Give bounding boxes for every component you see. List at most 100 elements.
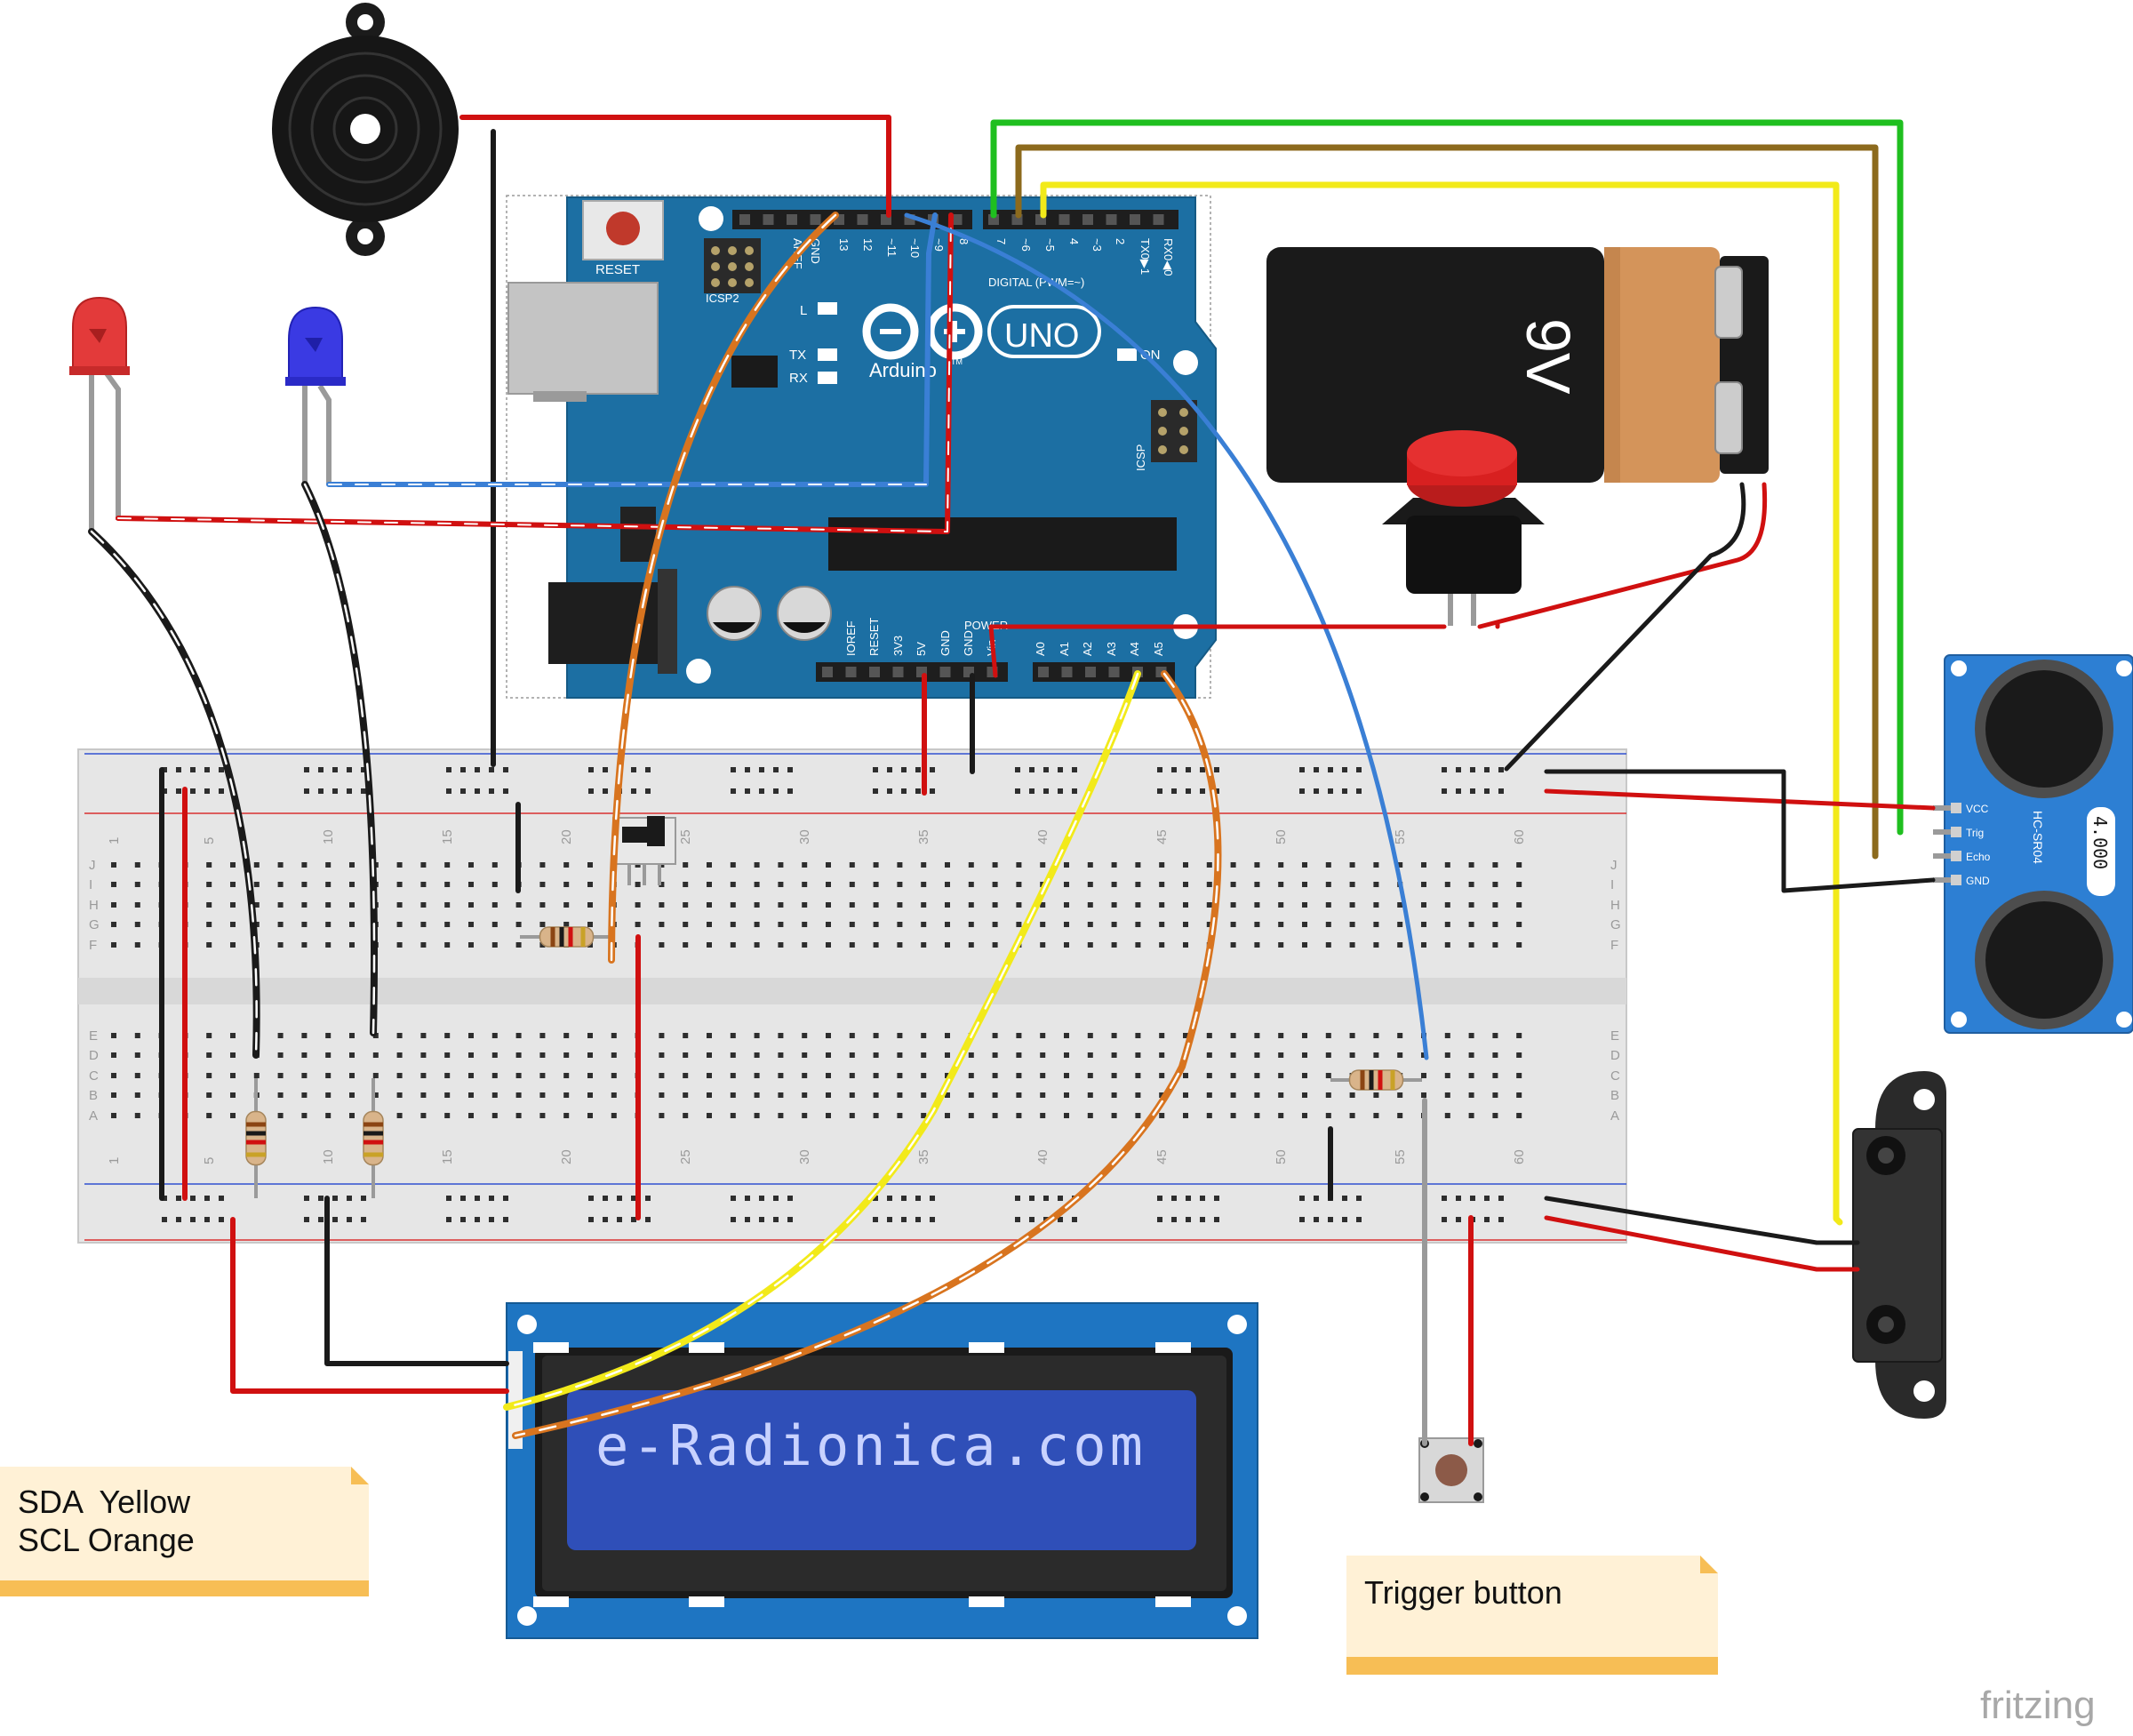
column-number: 5	[202, 1157, 217, 1164]
sensor-model: HC-SR04	[2031, 811, 2045, 864]
row-letter: C	[1610, 1068, 1620, 1084]
column-number: 60	[1512, 1149, 1527, 1164]
sensor-pin-gnd: GND	[1966, 875, 1990, 887]
icsp2-header	[704, 238, 761, 293]
row-letter: C	[89, 1068, 99, 1084]
on-label: ON	[1140, 348, 1161, 363]
digital-pin-label: 7	[995, 238, 1008, 244]
slide-switch[interactable]	[612, 816, 676, 885]
power-analog-pin-label: A5	[1152, 642, 1165, 656]
row-letter: G	[1610, 917, 1621, 932]
row-letter: F	[89, 938, 97, 953]
reset-label: RESET	[595, 262, 640, 277]
row-letter: G	[89, 917, 100, 932]
digital-pin-label: GND	[809, 238, 822, 264]
uno-label: UNO	[1004, 317, 1079, 355]
battery-label: 9V	[1514, 318, 1583, 395]
digital-pin-label: ~9	[932, 238, 946, 252]
column-number: 1	[107, 837, 122, 844]
power-header	[816, 662, 1008, 682]
trigger-tactile-button[interactable]	[1418, 1437, 1484, 1503]
row-letter: A	[1610, 1108, 1619, 1124]
wires	[88, 115, 1936, 1446]
arduino-tm: TM	[951, 357, 963, 366]
power-analog-pin-label: A2	[1081, 642, 1094, 656]
digital-pin-label: ~3	[1090, 238, 1104, 252]
column-number: 25	[678, 1149, 693, 1164]
digital-pin-label: RX0◀0	[1162, 238, 1175, 276]
column-number: 5	[202, 837, 217, 844]
column-number: 55	[1393, 1149, 1408, 1164]
power-analog-pin-label: GND	[939, 630, 952, 656]
digital-pin-label: ~11	[885, 238, 899, 257]
column-number: 10	[321, 1149, 336, 1164]
column-number: 20	[559, 829, 574, 844]
column-number: 45	[1154, 1149, 1170, 1164]
atmega-chip	[828, 517, 1177, 571]
dc-power-jack	[548, 582, 677, 664]
power-analog-pin-label: 3V3	[891, 636, 905, 656]
column-number: 50	[1274, 829, 1289, 844]
column-number: 25	[678, 829, 693, 844]
analog-header	[1033, 662, 1175, 682]
power-analog-pin-label: RESET	[867, 618, 881, 656]
capacitor	[707, 586, 762, 641]
row-letter: F	[1610, 938, 1618, 953]
row-letter: H	[1610, 898, 1620, 913]
column-number: 40	[1035, 1149, 1051, 1164]
reset-button[interactable]	[582, 200, 664, 260]
row-letter: I	[89, 877, 92, 892]
ir-distance-sensor	[1852, 1071, 1946, 1419]
digital-pin-label: 8	[957, 238, 971, 244]
red-led	[69, 296, 130, 532]
lcd-16x2	[506, 1302, 1258, 1639]
row-letter: E	[89, 1028, 98, 1044]
column-number: 60	[1512, 829, 1527, 844]
led-l-label: L	[800, 303, 807, 318]
resistors	[245, 926, 1422, 1198]
tx-label: TX	[789, 348, 806, 363]
breadboard: 1155101015152020252530303535404045455050…	[77, 748, 1627, 1244]
digital-pin-label: ~6	[1019, 238, 1033, 252]
lcd-display-text: e-Radionica.com	[595, 1413, 1146, 1478]
column-number: 40	[1035, 829, 1051, 844]
piezo-buzzer	[272, 3, 459, 256]
sensor-pin-echo: Echo	[1966, 851, 1991, 863]
header-pins	[739, 214, 1167, 677]
row-letter: D	[89, 1048, 99, 1063]
column-number: 30	[797, 1149, 812, 1164]
sensor-pin-vcc: VCC	[1966, 803, 1989, 815]
row-letter: B	[89, 1088, 98, 1103]
arduino-logo	[862, 303, 1101, 360]
note-i2c-line2: SCL Orange	[18, 1522, 195, 1558]
sensor-pin-trig: Trig	[1966, 827, 1984, 839]
power-analog-pin-label: IOREF	[844, 620, 858, 656]
row-letter: J	[89, 858, 96, 873]
red-push-button[interactable]	[1382, 430, 1545, 626]
wire-buzzer-signal	[459, 115, 891, 218]
rx-label: RX	[789, 371, 808, 386]
digital-pin-label: 13	[837, 238, 851, 251]
digital-pin-label: 4	[1067, 238, 1081, 244]
column-number: 55	[1393, 829, 1408, 844]
digital-pin-label: 2	[1114, 238, 1127, 244]
power-analog-pin-label: A4	[1128, 642, 1141, 656]
column-number: 15	[440, 829, 455, 844]
column-number: 45	[1154, 829, 1170, 844]
blue-led	[285, 306, 346, 484]
arduino-uno-board: RESET ICSP2 L TX RX ON UNO Arduino TM	[506, 195, 1217, 699]
icsp2-label: ICSP2	[706, 292, 739, 305]
column-number: 35	[916, 829, 931, 844]
note-i2c-line1: SDA Yellow	[18, 1484, 191, 1520]
digital-pin-label: TX0▶1	[1138, 238, 1152, 275]
note-trigger	[1346, 1556, 1718, 1675]
usb-port	[507, 282, 659, 395]
digital-pin-label: 12	[861, 238, 875, 251]
digital-label: DIGITAL (PWM=~)	[988, 276, 1084, 289]
ultrasonic-sensor	[1933, 654, 2133, 1034]
row-letter: J	[1610, 858, 1618, 873]
row-letter: E	[1610, 1028, 1619, 1044]
